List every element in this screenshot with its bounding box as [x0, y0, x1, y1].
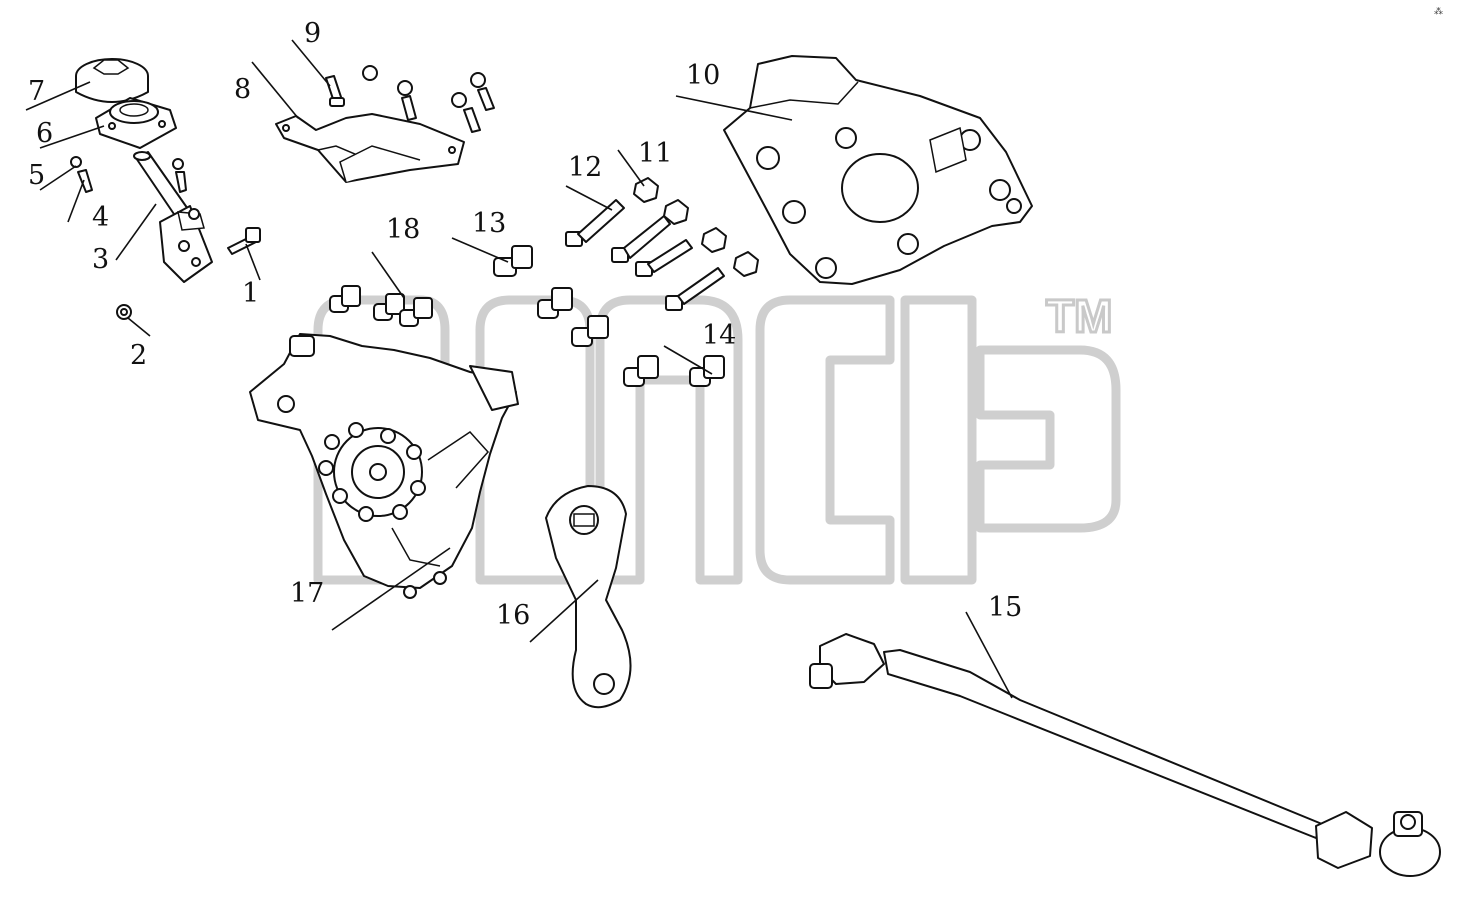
part-13-14-18-bolts [329, 245, 725, 387]
callout-2: 2 [130, 340, 147, 371]
part-6-flange [95, 97, 177, 149]
callout-11: 11 [638, 138, 672, 169]
watermark-tm: TM [1046, 290, 1112, 342]
callout-4: 4 [92, 202, 109, 233]
callout-10: 10 [686, 60, 720, 91]
part-17-gearbox [249, 333, 519, 599]
part-9-bolts [325, 65, 495, 133]
callout-5: 5 [28, 160, 45, 191]
callout-3: 3 [92, 244, 109, 275]
callout-15: 15 [988, 592, 1022, 623]
part-10-plate [723, 55, 1033, 285]
callout-12: 12 [568, 152, 602, 183]
callout-18: 18 [386, 214, 420, 245]
part-1-bolt [227, 227, 261, 255]
callout-7: 7 [28, 76, 45, 107]
part-7-cap [75, 58, 149, 103]
part-16-pitman-arm [545, 485, 632, 709]
corner-mark: ⁂ [1434, 6, 1443, 17]
callout-16: 16 [496, 600, 530, 631]
part-8-bracket [275, 113, 465, 183]
part-11-12-bolts [565, 177, 759, 311]
callout-8: 8 [234, 74, 251, 105]
part-2-nut [116, 304, 132, 320]
callout-13: 13 [472, 208, 506, 239]
part-3-shaft [133, 151, 213, 283]
leader-lines [25, 39, 1013, 699]
callout-6: 6 [36, 118, 53, 149]
part-4-5-bolt-nut [70, 156, 200, 220]
callout-1: 1 [242, 278, 259, 309]
callout-9: 9 [304, 18, 321, 49]
callout-labels: 7 6 5 4 3 1 2 8 9 10 11 12 13 14 15 16 1… [28, 18, 1022, 631]
part-15-tie-rod [809, 633, 1441, 877]
callout-14: 14 [702, 320, 736, 351]
callout-17: 17 [290, 578, 324, 609]
